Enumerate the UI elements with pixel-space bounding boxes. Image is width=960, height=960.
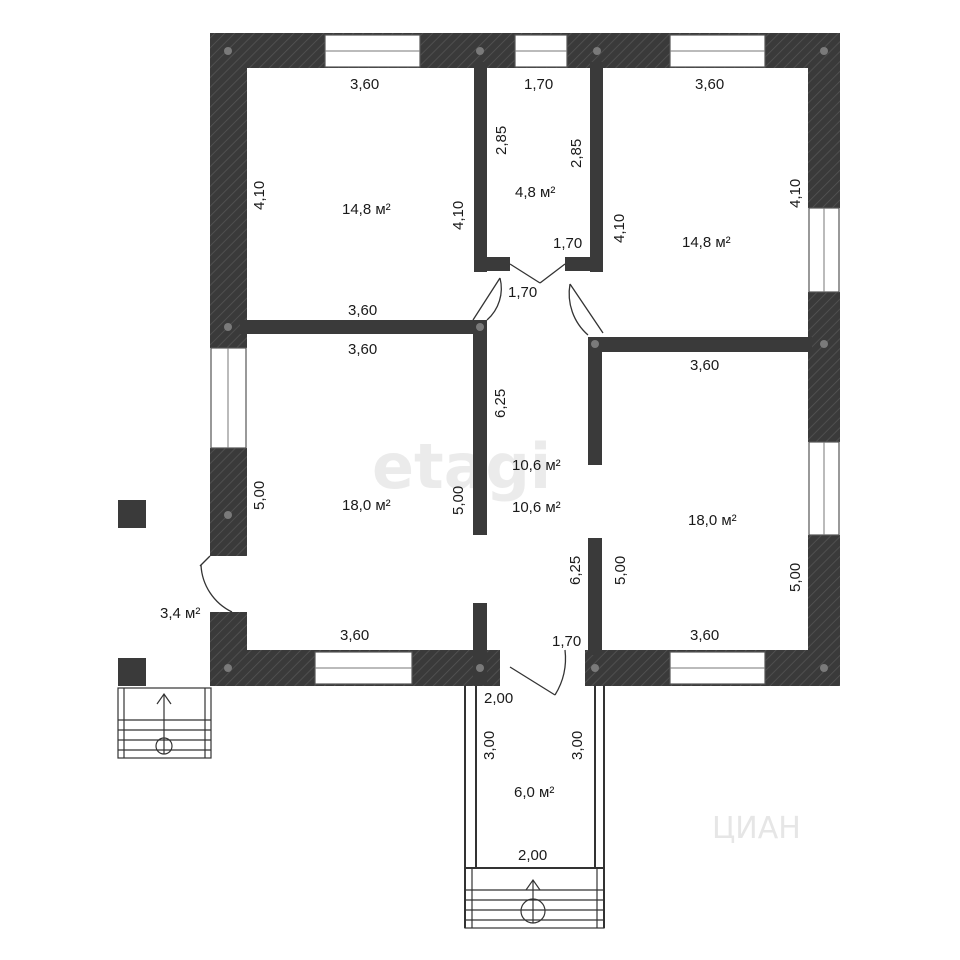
window-north-1 [324,34,421,68]
area-bath: 4,8 м² [515,184,555,201]
dim-nw-right: 4,10 [450,201,467,230]
dim-w-left: 5,00 [251,481,268,510]
watermark-cian: ЦИАН [712,811,801,846]
wall-dots [224,47,828,672]
wall-hall-south-stub [473,603,487,685]
door-entrance-south [509,666,556,696]
door-nw-room [472,277,501,321]
door-bath-left [509,263,541,284]
window-east-2 [808,441,840,536]
dim-hall-bottom: 1,70 [552,633,581,650]
area-hall-2: 10,6 м² [512,499,561,516]
window-south-1 [314,651,413,685]
dim-nw-left: 4,10 [251,181,268,210]
wall-hall-east-upper [588,337,602,465]
area-nw: 14,8 м² [342,201,391,218]
wall-bath-stub-left [474,257,510,271]
dim-ps-bottom: 2,00 [518,847,547,864]
dim-w-top: 3,60 [348,341,377,358]
door-bath-right [539,263,566,284]
stairs-south [464,867,605,929]
wall-hall-east-lower [588,538,602,655]
window-north-2 [514,34,568,68]
wall-hall-west [473,320,487,535]
area-e: 18,0 м² [688,512,737,529]
wall-west-rooms-divider [240,320,487,334]
watermark-etagi: etagi [372,430,551,503]
window-north-3 [669,34,766,68]
window-south-2 [669,651,766,685]
door-entrance-west [199,555,211,567]
wall-east-middle [808,292,840,442]
exterior-walls [210,33,840,686]
wall-west-middle [210,448,247,556]
area-porch-s: 6,0 м² [514,784,554,801]
area-w: 18,0 м² [342,497,391,514]
wall-bath-left [474,62,487,272]
dim-w-bottom: 3,60 [340,627,369,644]
dim-nw-top: 3,60 [350,76,379,93]
wall-east-rooms-divider [588,337,812,352]
dim-hall-left: 6,25 [492,389,509,418]
wall-bath-stub-right [565,257,603,271]
interior-walls [240,62,812,685]
dim-hall-right: 6,25 [567,556,584,585]
dim-hall-top: 1,70 [508,284,537,301]
post-2 [118,658,146,686]
wall-west-upper [210,33,247,348]
windows [210,34,840,685]
dim-bath-bottom: 1,70 [553,235,582,252]
wall-bath-right [590,62,603,272]
door-ne-room [569,283,604,334]
dim-e-top: 3,60 [690,357,719,374]
dim-ne-top: 3,60 [695,76,724,93]
dim-bath-top: 1,70 [524,76,553,93]
south-porch-outline [464,686,605,928]
dim-nw-bottom: 3,60 [348,302,377,319]
dim-ne-left: 4,10 [611,214,628,243]
wall-east-upper [808,33,840,208]
area-hall: 10,6 м² [512,457,561,474]
dim-ps-left: 3,00 [481,731,498,760]
window-east-1 [808,207,840,293]
dim-bath-left: 2,85 [493,126,510,155]
dim-ne-right: 4,10 [787,179,804,208]
dim-e-left: 5,00 [612,556,629,585]
dim-ps-top: 2,00 [484,690,513,707]
stairs-west [117,687,212,759]
posts [118,500,146,686]
dim-bath-right: 2,85 [568,139,585,168]
dim-ps-right: 3,00 [569,731,586,760]
doors [199,263,604,696]
window-west [210,347,247,449]
dim-e-bottom: 3,60 [690,627,719,644]
area-ne: 14,8 м² [682,234,731,251]
post-1 [118,500,146,528]
dim-w-right: 5,00 [450,486,467,515]
dim-e-right: 5,00 [787,563,804,592]
area-porch-w: 3,4 м² [160,605,200,622]
